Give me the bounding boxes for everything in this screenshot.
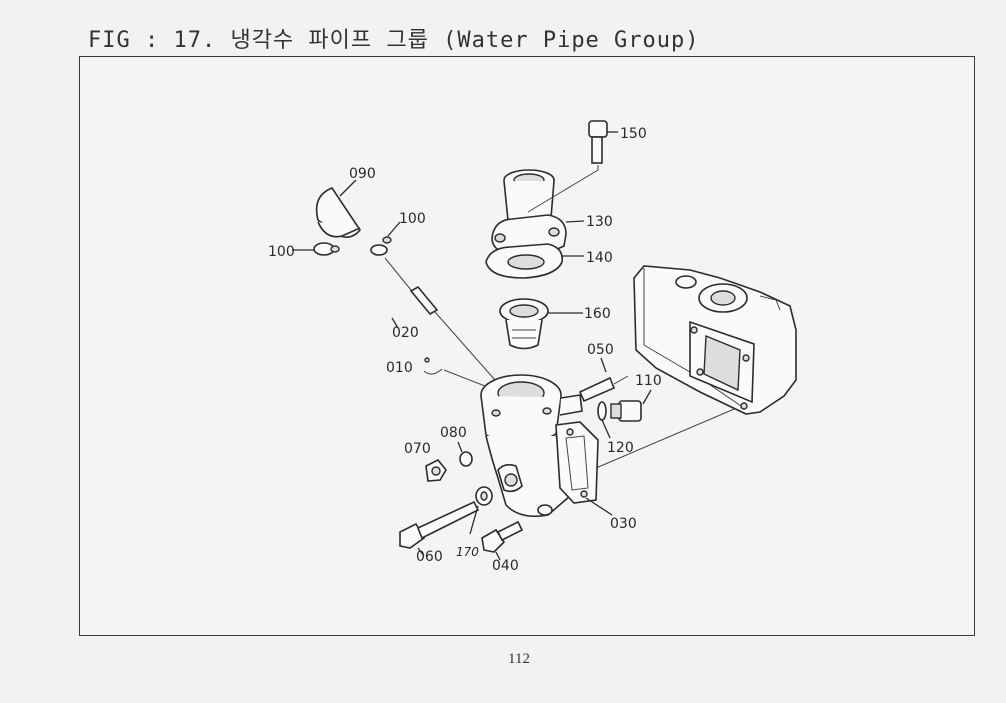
bolt-150 — [588, 120, 618, 164]
clamp-100-left — [292, 242, 340, 256]
stud-050 — [578, 357, 629, 403]
label-080: 080 — [440, 425, 467, 441]
label-040: 040 — [492, 558, 519, 574]
washer-080 — [457, 441, 473, 467]
label-010: 010 — [386, 360, 413, 376]
hose-090 — [315, 179, 361, 238]
label-140: 140 — [586, 250, 613, 266]
label-130: 130 — [586, 214, 613, 230]
fitting-010 — [423, 357, 491, 389]
cylinder-head — [633, 265, 797, 415]
figure-title: FIG : 17. 냉각수 파이프 그룹 (Water Pipe Group) — [88, 28, 700, 53]
nut-070 — [425, 458, 447, 482]
pipe-020 — [384, 257, 496, 381]
label-020: 020 — [392, 325, 419, 341]
thermostat-160 — [499, 298, 583, 350]
label-100-left: 100 — [268, 244, 295, 260]
label-070: 070 — [404, 441, 431, 457]
label-160: 160 — [584, 306, 611, 322]
page-number: 112 — [508, 651, 530, 667]
clamp-100-right — [370, 221, 401, 256]
bolt-060 — [399, 500, 480, 557]
label-030: 030 — [610, 516, 637, 532]
label-120: 120 — [607, 440, 634, 456]
washer-120 — [597, 401, 611, 439]
label-170: 170 — [456, 545, 479, 559]
water-outlet-130 — [491, 165, 599, 256]
thermostat-housing — [480, 374, 583, 518]
label-090: 090 — [349, 166, 376, 182]
label-110: 110 — [635, 373, 662, 389]
gasket-030 — [555, 397, 761, 516]
label-150: 150 — [620, 126, 647, 142]
label-100-right: 100 — [399, 211, 426, 227]
gasket-140 — [485, 243, 584, 279]
plug-110 — [610, 389, 652, 422]
bolt-040 — [481, 520, 524, 561]
label-060: 060 — [416, 549, 443, 565]
label-050: 050 — [587, 342, 614, 358]
